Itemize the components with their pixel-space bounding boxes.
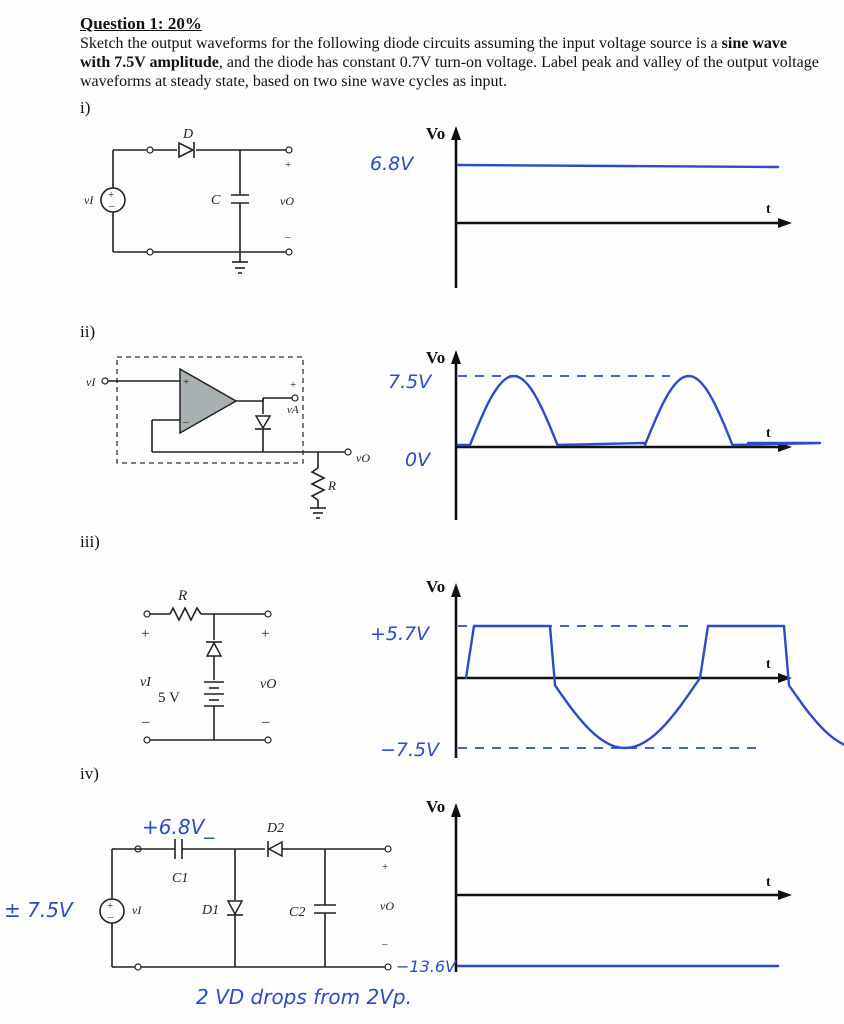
- question-text-part-1: Sketch the output waveforms for the foll…: [80, 35, 722, 52]
- resistor-icon: [169, 606, 202, 622]
- voltage-source-icon: + –: [100, 187, 126, 213]
- output-waveform: [464, 624, 844, 750]
- terminal-icon: [285, 146, 293, 154]
- output-waveform: [456, 163, 780, 169]
- arrow-up-icon: [451, 350, 461, 364]
- x-axis-label: t: [766, 657, 771, 672]
- input-label: vI: [132, 903, 142, 917]
- svg-text:–: –: [182, 416, 189, 428]
- circuit-1-wires: [112, 149, 289, 274]
- output-label: vO: [280, 194, 294, 208]
- terminal-icon: [384, 845, 392, 853]
- terminal-icon: [264, 736, 272, 744]
- terminal-icon: [291, 394, 299, 402]
- resistor-icon: [310, 467, 326, 501]
- c2-label: C2: [289, 905, 305, 920]
- part-2-label: ii): [80, 322, 96, 341]
- part-3-label: iii): [80, 532, 100, 551]
- question-text: Sketch the output waveforms for the foll…: [80, 34, 820, 91]
- annotation-c1-voltage: +6.8V_: [142, 815, 215, 839]
- arrow-up-icon: [451, 126, 461, 140]
- minus-label: –: [284, 231, 291, 243]
- diode-label: D: [182, 127, 193, 142]
- plus-label: +: [141, 626, 149, 642]
- arrow-right-icon: [778, 218, 792, 228]
- minus-label: –: [141, 714, 150, 730]
- battery-label: 5 V: [158, 690, 180, 706]
- dashed-box: [116, 356, 304, 464]
- terminal-icon: [344, 448, 352, 456]
- input-label: vI: [140, 675, 152, 690]
- question-text-bold: sine wave with 7.5V amplitude: [80, 35, 787, 71]
- svg-text:+: +: [107, 900, 113, 912]
- plus-label: +: [290, 379, 296, 391]
- minus-label: –: [261, 714, 270, 730]
- diode-icon: [178, 141, 195, 159]
- input-label: vI: [86, 375, 96, 389]
- x-axis-label: t: [766, 875, 771, 890]
- y-axis-label: Vo: [426, 124, 445, 143]
- x-axis-label: t: [766, 426, 771, 441]
- output-label: vO: [260, 677, 276, 692]
- plus-label: +: [382, 861, 388, 873]
- annotation-peak: +5.7V: [370, 623, 431, 645]
- svg-text:–: –: [107, 911, 114, 923]
- svg-text:–: –: [108, 200, 115, 212]
- annotation-valley: −13.6V: [396, 957, 457, 976]
- annotation-6-8v: 6.8V: [370, 153, 415, 175]
- plus-label: +: [285, 159, 291, 171]
- terminal-icon: [285, 248, 293, 256]
- terminal-icon: [146, 248, 154, 256]
- arrow-right-icon: [778, 673, 792, 683]
- output-waveform: [456, 374, 822, 447]
- terminal-icon: [134, 963, 142, 971]
- output-label: vO: [356, 451, 370, 465]
- minus-label: –: [381, 938, 388, 950]
- annotation-valley: 0V: [405, 449, 432, 471]
- voltage-source-icon: + –: [99, 898, 125, 924]
- c1-label: C1: [172, 871, 188, 886]
- d1-label: D1: [201, 903, 219, 918]
- terminal-icon: [264, 610, 272, 618]
- part-1-label: i): [80, 98, 91, 117]
- arrow-right-icon: [778, 890, 792, 900]
- y-axis-label: Vo: [426, 577, 445, 596]
- resistor-label: R: [177, 588, 187, 604]
- terminal-icon: [146, 146, 154, 154]
- y-axis-label: Vo: [426, 797, 445, 816]
- svg-text:+: +: [183, 376, 189, 388]
- annotation-source: ± 7.5V: [4, 898, 74, 922]
- question-text-part-2: , and the diode has constant 0.7V turn-o…: [80, 54, 819, 90]
- svg-text:+: +: [108, 189, 114, 201]
- annotation-valley: −7.5V: [380, 739, 441, 761]
- y-axis-label: Vo: [426, 348, 445, 367]
- opamp-icon: [179, 367, 238, 435]
- resistor-label: R: [327, 478, 336, 493]
- annotation-peak: 7.5V: [388, 371, 433, 393]
- part-4-label: iv): [80, 764, 99, 783]
- annotation-explanation: 2 VD drops from 2Vp.: [196, 985, 412, 1009]
- node-label: vA: [287, 404, 299, 416]
- capacitor-label: C: [211, 193, 221, 208]
- output-label: vO: [380, 899, 394, 913]
- input-label: vI: [84, 193, 94, 207]
- plus-label: +: [261, 626, 269, 642]
- terminal-icon: [384, 963, 392, 971]
- question-title: Question 1: 20%: [80, 14, 202, 33]
- d2-label: D2: [266, 821, 284, 836]
- arrow-up-icon: [451, 583, 461, 597]
- x-axis-label: t: [766, 202, 771, 217]
- arrow-up-icon: [451, 803, 461, 817]
